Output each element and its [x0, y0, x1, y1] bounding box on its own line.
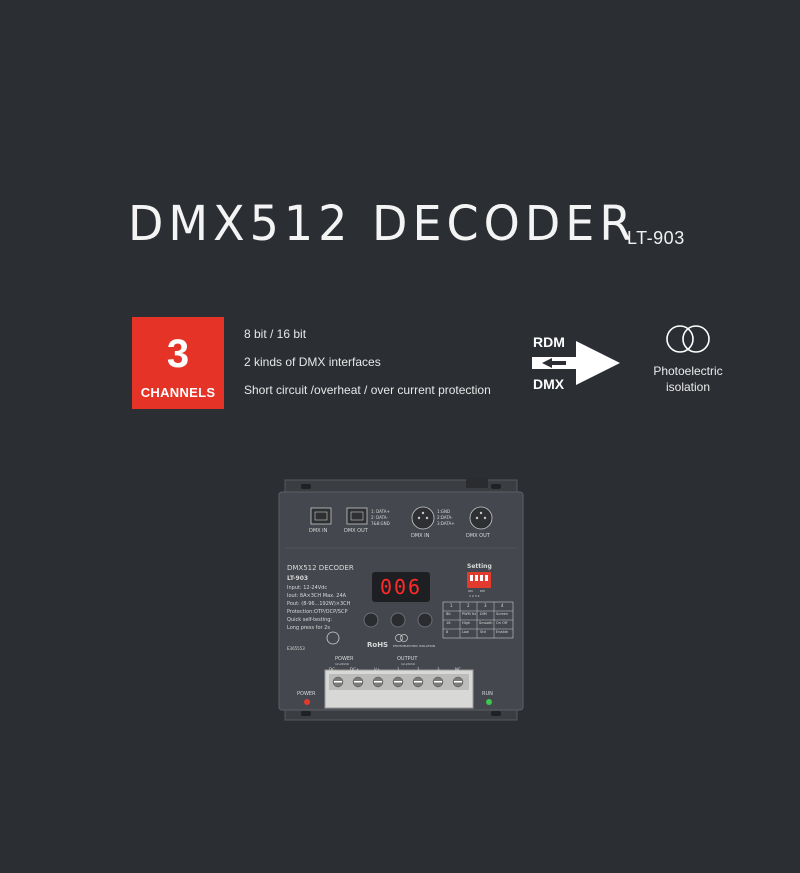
terminal-nc: NC [455, 667, 461, 672]
terminal-1: 1 [397, 667, 400, 672]
setting-col-4: 4 [501, 603, 504, 608]
port-dmx-in-xlr: DMX IN [411, 533, 430, 539]
setting-r3-c4: Enable [496, 630, 508, 634]
power-led-label: POWER [297, 691, 316, 697]
setting-r2-c2: High [462, 621, 471, 625]
setting-r2-c1: 16 [446, 621, 451, 625]
setting-col-1: 1 [450, 603, 453, 608]
port-dmx-out-xlr: DMX OUT [466, 533, 490, 539]
double-ring-icon [666, 325, 710, 353]
bidirectional-arrow-icon: RDM DMX [532, 334, 620, 392]
setting-r1-c1: Bit [446, 612, 451, 616]
isolation-line2: isolation [665, 380, 711, 394]
terminal-3: 3 [437, 667, 440, 672]
terminal-dc-minus: DC- [329, 667, 337, 672]
setting-r1-c4: Screen [496, 612, 509, 616]
setting-r3-c3: Std [480, 630, 486, 634]
decoder-device: DMX IN DMX OUT DMX IN DMX OUT 1: DATA+ 2… [271, 478, 531, 722]
led-display: 006 [372, 572, 430, 602]
spec-iout: Iout: 8A×3CH Max. 24A [287, 593, 347, 599]
xlr-pin-1: 1:GND [437, 509, 451, 514]
dip-on-label: ON [468, 589, 473, 593]
port-dmx-in-rj: DMX IN [309, 528, 328, 534]
display-value: 006 [379, 575, 423, 599]
device-brand-title: DMX512 DECODER [287, 564, 354, 572]
xlr-pin-3: 3:DATA+ [437, 521, 455, 526]
rj-pin-1: 1: DATA+ [371, 509, 390, 514]
dip-label: DIP [480, 589, 486, 593]
terminal-dc-plus: DC+ [350, 667, 360, 672]
output-range: 12-24Vdc [401, 662, 416, 666]
setting-r3-c1: 8 [446, 630, 449, 634]
rdm-dmx-arrow: RDM DMX [530, 331, 622, 398]
rj-pin-3: 7&8:GND [371, 521, 390, 526]
model-number: LT-903 [627, 228, 685, 248]
terminal-v-plus: V+ [374, 667, 381, 672]
spec-selftest: Quick self-testing: [287, 617, 333, 623]
cert-code: E365553 [287, 646, 305, 651]
power-group-label: POWER [335, 656, 354, 662]
setting-r1-c2: PWM Hz [462, 612, 477, 616]
setting-r2-c4: On Off [496, 621, 508, 625]
spec-pout: Pout: (8-96...192W)×3CH [287, 601, 351, 607]
dmx-label: DMX [533, 376, 565, 392]
run-led [486, 699, 492, 705]
rdm-label: RDM [533, 334, 565, 350]
setting-col-3: 3 [484, 603, 487, 608]
spec-protection: Protection:OTP/OCP/SCP [287, 609, 348, 615]
dip-numbers: 1 2 3 4 [469, 594, 480, 598]
setting-col-2: 2 [467, 603, 470, 608]
channels-badge: 3 CHANNELS [132, 317, 224, 409]
terminal-2: 2 [417, 667, 420, 672]
isolation-block: Photoelectric isolation [640, 323, 736, 395]
feature-bit-depth: 8 bit / 16 bit [244, 327, 307, 341]
device-model: LT-903 [287, 575, 309, 582]
rj-pin-2: 2: DATA- [371, 515, 388, 520]
power-led [304, 699, 310, 705]
port-dmx-out-rj: DMX OUT [344, 528, 368, 534]
channels-number: 3 [166, 332, 190, 376]
channels-label: CHANNELS [140, 385, 216, 400]
power-range: 12-24Vdc [335, 662, 350, 666]
run-led-label: RUN [482, 691, 493, 697]
page-title: DMX512 DECODER [128, 194, 637, 252]
rohs-mark: RoHS [367, 641, 389, 649]
xlr-pin-2: 2:DATA- [437, 515, 453, 520]
feature-interfaces: 2 kinds of DMX interfaces [244, 355, 381, 369]
setting-r2-c3: Smooth [479, 621, 493, 625]
feature-protection: Short circuit /overheat / over current p… [244, 383, 491, 397]
setting-r1-c3: DIM [480, 612, 487, 616]
spec-input: Input: 12-24Vdc [287, 585, 328, 591]
isolation-line1: Photoelectric [653, 364, 723, 378]
setting-r3-c2: Low [462, 630, 469, 634]
iso-label: PHOTOELECTRIC ISOLATION [393, 644, 436, 648]
spec-longpress: Long press for 2s [287, 625, 330, 631]
setting-label: Setting [467, 563, 492, 570]
output-group-label: OUTPUT [397, 656, 418, 662]
